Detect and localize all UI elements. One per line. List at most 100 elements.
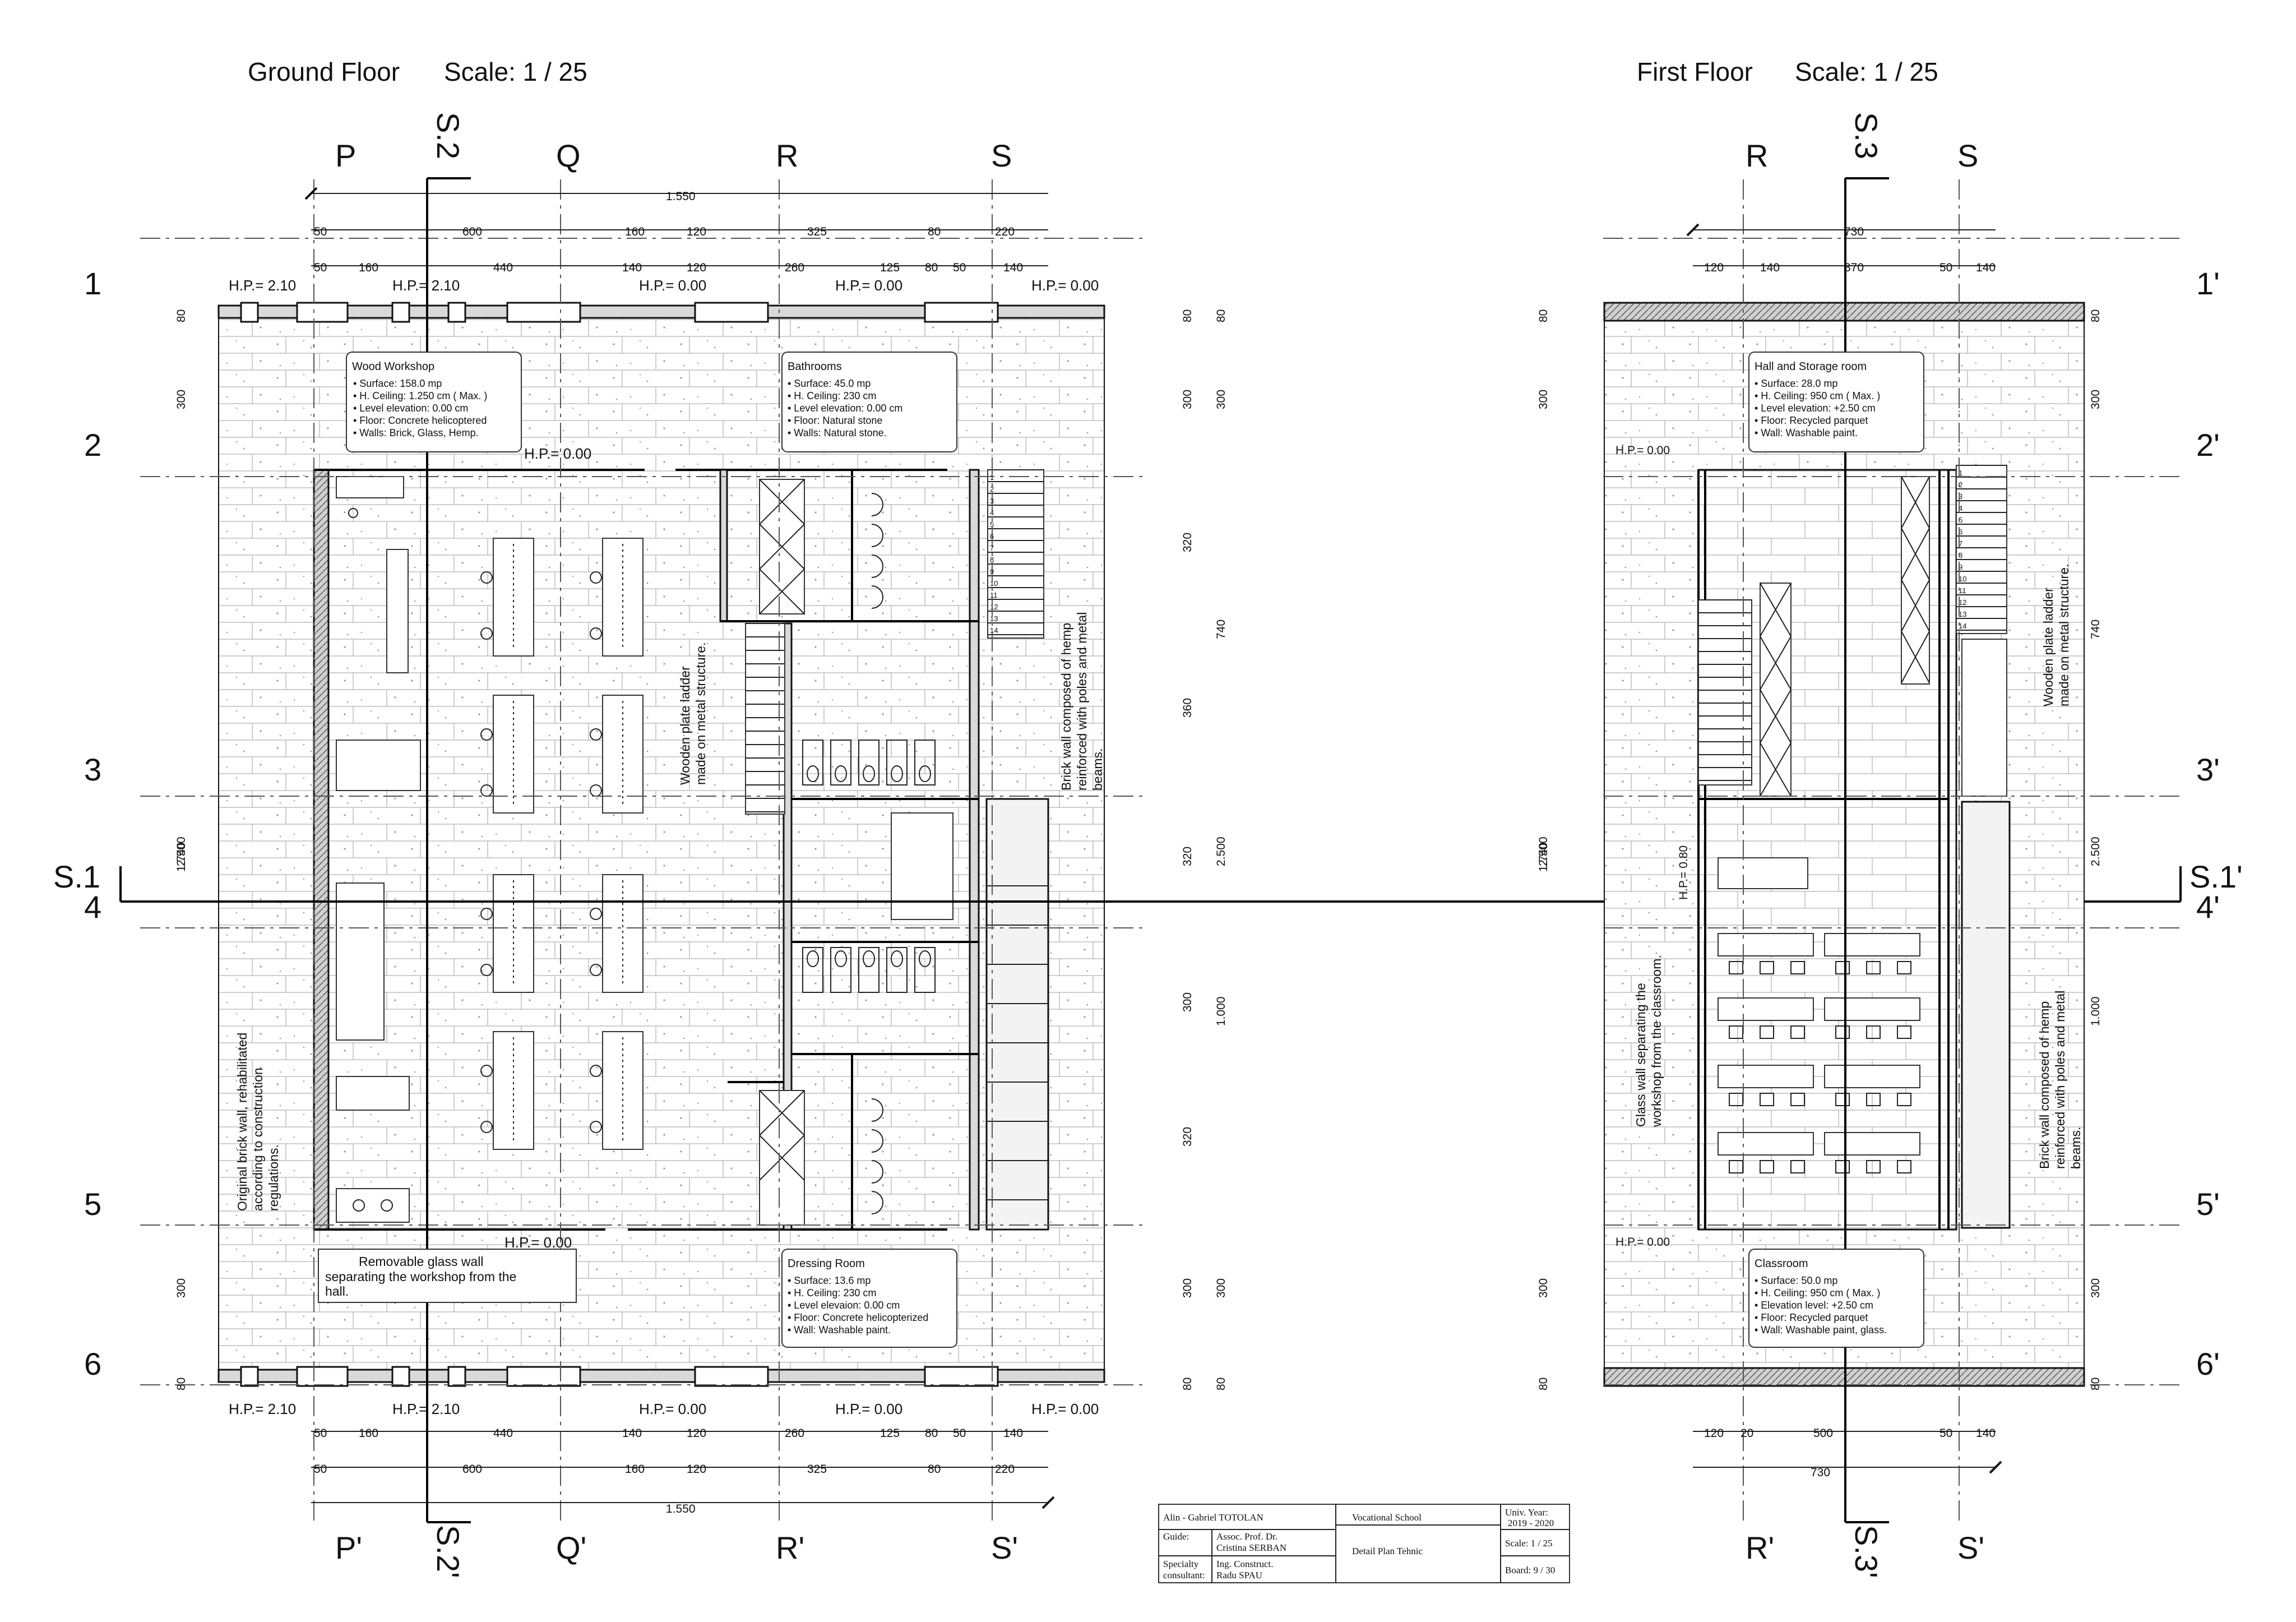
svg-text:Original brick wall, rehabilit: Original brick wall, rehabilitated xyxy=(235,1033,249,1211)
ground-floor-title: Ground Floor xyxy=(248,57,400,86)
room-items: • Surface: 158.0 mp• H. Ceiling: 1.250 c… xyxy=(353,378,487,438)
room-title: Wood Workshop xyxy=(352,361,434,373)
svg-text:reinforced with poles and meta: reinforced with poles and metal xyxy=(2053,991,2067,1169)
dimension-label: 325 xyxy=(807,1463,827,1476)
dimension-label: 140 xyxy=(1003,261,1023,274)
facade-pier xyxy=(694,302,769,323)
note-glass-wall: Removable glass wall separating the work… xyxy=(318,1249,577,1303)
room-item: • Level elevation: +2.50 cm xyxy=(1755,403,1876,414)
section-label-s2-top: S.2 xyxy=(430,112,466,159)
axis-label-3: 3 xyxy=(84,752,101,787)
room-items: • Surface: 45.0 mp• H. Ceiling: 230 cm• … xyxy=(788,378,902,438)
room-item: • Surface: 158.0 mp xyxy=(353,378,442,389)
facade-pier xyxy=(506,1366,581,1387)
dimension-label: 300 xyxy=(175,390,188,409)
dimension-label: 140 xyxy=(1760,261,1780,274)
note-glass-wall-first: Glass wall separating the workshop from … xyxy=(1633,955,1664,1127)
dimension-label: 300 xyxy=(175,1278,188,1298)
dimension-label: 2.500 xyxy=(1215,837,1228,866)
room-item: • Level elevation: 0.00 cm xyxy=(353,403,468,414)
dimension-label: 740 xyxy=(2089,620,2102,639)
dimension-label: 600 xyxy=(462,1463,482,1476)
first-floor-plan: First Floor Scale: 1 / 25 12345678910111… xyxy=(1537,57,2243,1578)
room-item: • Surface: 50.0 mp xyxy=(1755,1275,1837,1286)
section-label-s1: S.1 xyxy=(53,859,100,894)
room-card-classroom: Classroom • Surface: 50.0 mp• H. Ceiling… xyxy=(1748,1249,1924,1348)
room-card-dressing-room: Dressing Room • Surface: 13.6 mp• H. Cei… xyxy=(781,1249,957,1348)
svg-text:made on metal structure.: made on metal structure. xyxy=(693,643,708,785)
room-item: • Walls: Natural stone. xyxy=(788,427,887,438)
room-item: • H. Ceiling: 230 cm xyxy=(788,390,876,401)
dimension-label: 2.500 xyxy=(175,837,188,866)
hp-label: H.P.= 0.00 xyxy=(1031,1401,1099,1417)
dimension-label: 140 xyxy=(1976,261,1996,274)
dimension-label: 300 xyxy=(1537,1278,1550,1298)
section-label-s3-top: S.3 xyxy=(1849,112,1884,159)
axis-label-2-prime: 2' xyxy=(2196,427,2220,463)
desk xyxy=(1718,997,1814,1021)
axis-label-S-ff: S xyxy=(1957,138,1978,173)
facade-pier xyxy=(924,302,999,323)
dimension-label: 50 xyxy=(1939,261,1952,274)
room-item: • Floor: Concrete helicopterized xyxy=(788,1312,928,1323)
dimension-label: 600 xyxy=(462,225,482,238)
hemp-wall xyxy=(985,798,1049,1231)
dimension-label: 160 xyxy=(359,1427,378,1440)
hp-label: H.P.= 0.00 xyxy=(639,277,706,294)
axis-label-R-prime-ff: R' xyxy=(1746,1530,1774,1565)
dimension-label: 80 xyxy=(1537,1378,1550,1390)
dimension-label: 320 xyxy=(1181,1127,1194,1147)
dimension-label: 80 xyxy=(1215,1378,1228,1390)
desk xyxy=(1824,1065,1920,1088)
stair-step-number: 11 xyxy=(990,591,998,599)
dimension-label: 370 xyxy=(1844,261,1864,274)
dimension-label: 120 xyxy=(687,1427,706,1440)
axis-label-6-prime: 6' xyxy=(2196,1346,2220,1381)
section-label-s2-bottom: S.2' xyxy=(430,1525,466,1578)
dimension-label: 50 xyxy=(953,1427,966,1440)
tb-consultant-label-2: consultant: xyxy=(1163,1570,1205,1581)
room-item: • Wall: Washable paint, glass. xyxy=(1755,1324,1887,1336)
room-item: • Level elevaion: 0.00 cm xyxy=(788,1300,900,1311)
desk xyxy=(1718,1132,1814,1156)
room-item: • Floor: Natural stone xyxy=(788,415,882,426)
first-floor-axis-labels: R S R' S' 1' 2' 3' 4' 5' 6' xyxy=(1746,138,2220,1565)
dimension-label: 20 xyxy=(1740,1427,1753,1440)
axis-label-R: R xyxy=(776,138,798,173)
west-brick-wall xyxy=(313,469,330,1231)
tb-year: 2019 - 2020 xyxy=(1508,1518,1554,1528)
svg-text:reinforced with poles and meta: reinforced with poles and metal xyxy=(1075,612,1089,791)
axis-label-4: 4 xyxy=(84,889,101,925)
dimension-label: 140 xyxy=(1976,1427,1996,1440)
facade-pier xyxy=(296,1366,349,1387)
dimension-label: 2.500 xyxy=(2089,837,2102,866)
room-item: • H. Ceiling: 950 cm ( Max. ) xyxy=(1755,390,1880,401)
stair-step-number: 12 xyxy=(990,603,998,611)
dimension-label: 140 xyxy=(622,261,642,274)
dimension-label: 80 xyxy=(925,261,938,274)
dimension-label: 50 xyxy=(953,261,966,274)
facade-pier xyxy=(240,1366,259,1387)
room-title: Classroom xyxy=(1755,1258,1808,1270)
facade-pier xyxy=(506,302,581,323)
hp-label: H.P.= 2.10 xyxy=(229,1401,296,1417)
dimension-label: 1.000 xyxy=(2089,996,2102,1026)
dimension-label: 120 xyxy=(1704,261,1724,274)
first-floor-scale: Scale: 1 / 25 xyxy=(1795,57,1938,86)
svg-text:hall.: hall. xyxy=(325,1284,349,1298)
room-item: • Elevation level: +2.50 cm xyxy=(1755,1300,1873,1311)
tb-scale: Scale: 1 / 25 xyxy=(1505,1538,1553,1549)
room-item: • Wall: Washable paint. xyxy=(1755,427,1858,438)
tb-sheet-name: Detail Plan Tehnic xyxy=(1352,1546,1423,1556)
axis-label-S-prime: S' xyxy=(991,1530,1018,1565)
dimension-label: 300 xyxy=(2089,1278,2102,1298)
room-item: • Floor: Concrete helicoptered xyxy=(353,415,487,426)
axis-label-R-prime: R' xyxy=(776,1530,804,1565)
hp-label-ff-bottom: H.P.= 0.00 xyxy=(1615,1236,1670,1249)
stair-step-number: 10 xyxy=(990,579,998,588)
room-card-bathrooms: Bathrooms • Surface: 45.0 mp• H. Ceiling… xyxy=(781,352,957,452)
svg-text:Brick wall composed of hemp: Brick wall composed of hemp xyxy=(1059,623,1073,791)
